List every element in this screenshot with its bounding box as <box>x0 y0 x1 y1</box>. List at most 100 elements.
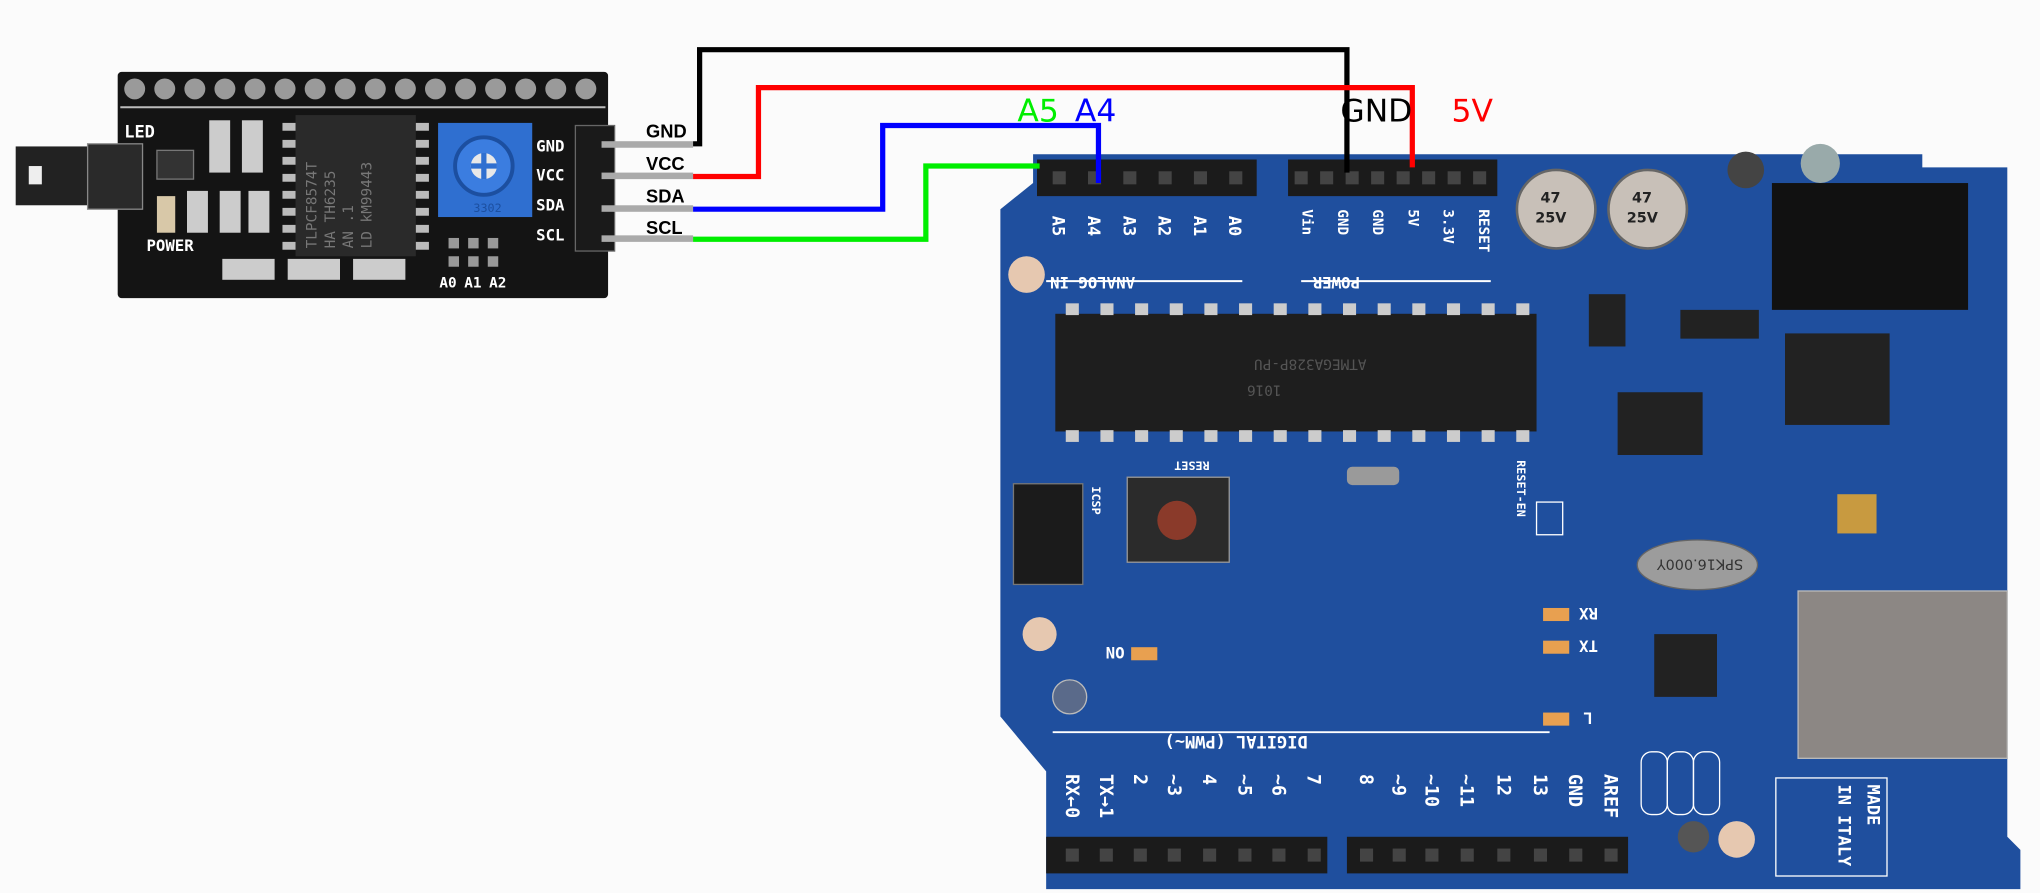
digital-pin-label: ~6 <box>1267 774 1288 796</box>
wire-label-a5: A5 <box>1017 94 1058 130</box>
pin-scl[interactable] <box>601 235 694 242</box>
digital-pin-socket[interactable] <box>1569 848 1583 862</box>
analog-pin-label: A4 <box>1083 216 1103 236</box>
mounting-hole <box>1008 256 1045 293</box>
transistor <box>156 149 195 180</box>
analog-pin-socket[interactable] <box>1193 171 1207 185</box>
in-italy-label: IN ITALY <box>1834 784 1854 867</box>
digital-pin-socket[interactable] <box>1392 848 1406 862</box>
chip-pin <box>1446 303 1461 316</box>
made-label: MADE <box>1862 784 1882 825</box>
pin-vcc[interactable] <box>601 172 694 180</box>
wire-vcc-5v[interactable] <box>693 84 1415 180</box>
analog-pin-socket[interactable] <box>1158 171 1172 185</box>
jumper-hole <box>28 166 42 185</box>
chip-pin <box>1308 430 1322 442</box>
lcd-header-pin <box>154 78 176 100</box>
wire-scl-a5[interactable] <box>693 163 1040 242</box>
chip-pin <box>415 122 429 131</box>
wire-label-a4: A4 <box>1075 94 1116 130</box>
crystal-text: SPK16.000Y <box>1657 556 1744 572</box>
wire-label-gnd: GND <box>1340 94 1412 130</box>
capacitor-text: 47 <box>1632 191 1652 207</box>
power-jack[interactable] <box>1771 183 1969 310</box>
lcd-header-pin <box>425 78 446 100</box>
chip-pin <box>1065 430 1079 442</box>
digital-pin-socket[interactable] <box>1238 848 1252 862</box>
chip-pin <box>282 241 296 250</box>
usb-port[interactable] <box>1797 590 2008 759</box>
digital-pin-socket[interactable] <box>1497 848 1511 862</box>
digital-pin-socket[interactable] <box>1099 848 1113 862</box>
smd-resistor <box>219 190 241 233</box>
digital-pin-socket[interactable] <box>1065 848 1079 862</box>
chip-pin <box>1273 430 1287 442</box>
digital-pin-label: ~3 <box>1163 774 1184 796</box>
digital-pin-socket[interactable] <box>1460 848 1474 862</box>
address-label-a0: A0 <box>439 276 456 292</box>
potentiometer-cross-icon <box>470 152 497 180</box>
smd-resistor <box>353 258 406 280</box>
analog-pin-label: A3 <box>1118 216 1138 236</box>
power-led <box>156 196 176 233</box>
power-pin-socket[interactable] <box>1473 171 1487 185</box>
rx-led <box>1543 607 1570 622</box>
power-pin-socket[interactable] <box>1320 171 1334 185</box>
capacitor-text: 25V <box>1627 210 1659 226</box>
digital-pin-label: RX←0 <box>1061 774 1082 818</box>
chip-pin <box>1343 430 1357 442</box>
reset-button-cap[interactable] <box>1157 500 1197 540</box>
lcd-header-pin <box>515 78 537 100</box>
lcd-header-pin <box>214 78 236 100</box>
capacitor: 47 25V <box>1607 168 1689 250</box>
pin-gnd[interactable] <box>601 141 694 148</box>
power-pin-socket[interactable] <box>1396 171 1410 185</box>
power-pin-socket[interactable] <box>1447 171 1461 185</box>
chip-pin <box>282 156 296 165</box>
l-label: L <box>1583 709 1592 728</box>
digital-pin-socket[interactable] <box>1203 848 1217 862</box>
smd-resistor <box>209 120 231 173</box>
analog-pin-socket[interactable] <box>1229 171 1243 185</box>
chip-pin <box>1135 303 1149 316</box>
chip-pin <box>1135 430 1149 442</box>
power-pin-label: GND <box>1334 209 1350 235</box>
diode <box>1680 309 1759 339</box>
power-pin-socket[interactable] <box>1294 171 1308 185</box>
smd-resistor <box>187 190 208 233</box>
icsp-label: ICSP <box>1089 486 1103 514</box>
digital-pin-label: GND <box>1564 774 1585 807</box>
on-label: ON <box>1106 643 1125 662</box>
digital-pin-socket[interactable] <box>1307 848 1321 862</box>
digital-pin-socket[interactable] <box>1604 848 1618 862</box>
lcd-header-pin <box>274 78 296 100</box>
digital-pin-socket[interactable] <box>1133 848 1147 862</box>
reset-en-jumper[interactable] <box>1535 501 1564 536</box>
lcd-header-pin <box>334 78 356 100</box>
power-pin-label: 5V <box>1404 209 1420 227</box>
mounting-hole <box>1052 679 1088 715</box>
analog-pin-socket[interactable] <box>1123 171 1137 185</box>
power-pin-label: Vin <box>1298 209 1314 235</box>
digital-pin-socket[interactable] <box>1167 848 1181 862</box>
analog-pin-socket[interactable] <box>1052 171 1066 185</box>
power-pin-label: GND <box>1369 209 1385 235</box>
tx-led <box>1543 640 1570 654</box>
chip-pin <box>415 207 429 216</box>
lcd-header-pin <box>545 78 567 100</box>
power-pin-socket[interactable] <box>1422 171 1436 185</box>
power-pin-socket[interactable] <box>1371 171 1385 185</box>
backlight-jumper-cap[interactable] <box>15 146 88 206</box>
digital-pin-socket[interactable] <box>1425 848 1439 862</box>
digital-pin-socket[interactable] <box>1360 848 1374 862</box>
wire-gnd[interactable] <box>693 47 1350 173</box>
lcd-header-pin <box>455 78 476 100</box>
wire-sda-a4[interactable] <box>693 122 1102 212</box>
pin-sda[interactable] <box>601 205 694 212</box>
power-pin-socket[interactable] <box>1345 171 1359 185</box>
digital-pin-socket[interactable] <box>1272 848 1286 862</box>
digital-pin-socket[interactable] <box>1533 848 1547 862</box>
capacitor: 47 25V <box>1515 168 1597 250</box>
